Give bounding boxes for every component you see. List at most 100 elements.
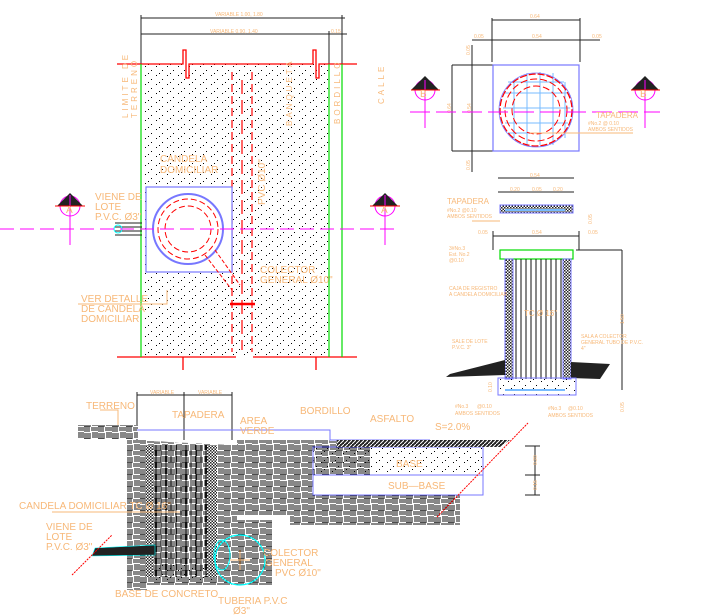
svg-text:0.10: 0.10 — [488, 382, 494, 392]
svg-text:DOMICILIAR: DOMICILIAR — [160, 165, 218, 176]
svg-text:VARIABLE: VARIABLE — [198, 390, 223, 396]
svg-text:0.20: 0.20 — [533, 455, 539, 465]
svg-text:0.54: 0.54 — [532, 34, 542, 40]
svg-text:VERDE: VERDE — [240, 426, 275, 437]
svg-text:TAPADERA: TAPADERA — [596, 111, 639, 120]
svg-text:3#No.3: 3#No.3 — [449, 246, 465, 252]
svg-text:TAPADERA: TAPADERA — [447, 197, 490, 206]
svg-text:@0.10: @0.10 — [477, 404, 492, 410]
svg-text:#No.3: #No.3 — [455, 404, 469, 410]
property-line-bottom — [117, 356, 357, 370]
svg-text:B: B — [420, 89, 427, 100]
svg-text:@0.10: @0.10 — [449, 258, 464, 264]
svg-text:0.20: 0.20 — [553, 187, 563, 193]
svg-text:A CANDELA DOMICILIAR: A CANDELA DOMICILIAR — [449, 292, 508, 298]
bordillo-label: BORDILLO — [333, 60, 342, 124]
svg-text:PVC Ø10": PVC Ø10" — [275, 568, 321, 579]
cover-dimensions — [451, 18, 600, 193]
svg-text:@0.10: @0.10 — [568, 406, 583, 412]
svg-text:GENERAL: GENERAL — [265, 558, 313, 569]
svg-text:SALA A COLECTOR: SALA A COLECTOR — [581, 334, 627, 340]
plan-dimensions — [140, 15, 347, 64]
svg-text:0.05: 0.05 — [588, 214, 594, 224]
svg-text:0.05: 0.05 — [620, 402, 626, 412]
svg-text:0.54: 0.54 — [530, 173, 540, 179]
svg-text:TC Ø 16": TC Ø 16" — [524, 309, 557, 318]
svg-text:BASE DE CONCRETO: BASE DE CONCRETO — [115, 589, 218, 600]
svg-text:0.15: 0.15 — [533, 480, 539, 490]
svg-text:AMBOS SENTIDOS: AMBOS SENTIDOS — [455, 411, 501, 417]
svg-text:0.20: 0.20 — [510, 187, 520, 193]
svg-text:GENERAL Ø10": GENERAL Ø10" — [260, 275, 333, 286]
svg-text:0.05: 0.05 — [478, 230, 488, 236]
svg-text:0.05: 0.05 — [532, 187, 542, 193]
svg-text:0.05: 0.05 — [474, 34, 484, 40]
svg-text:LOTE: LOTE — [46, 532, 72, 543]
svg-text:B: B — [640, 89, 647, 100]
svg-text:BASE: BASE — [396, 459, 423, 470]
dim-total: VARIABLE 1.00, 1.80 — [215, 12, 263, 18]
svg-text:Ø3": Ø3" — [233, 606, 250, 615]
svg-text:0.64: 0.64 — [530, 14, 540, 20]
calle-label: CALLE — [377, 64, 386, 104]
svg-text:0.05: 0.05 — [588, 230, 598, 236]
svg-text:S=2.0%: S=2.0% — [435, 422, 470, 433]
svg-text:Est. No.2: Est. No.2 — [449, 252, 470, 258]
svg-text:A: A — [66, 205, 73, 216]
svg-text:VIENE DE: VIENE DE — [46, 522, 93, 533]
svg-text:ASFALTO: ASFALTO — [370, 414, 414, 425]
svg-text:GENERAL TUBO DE P.V.C.: GENERAL TUBO DE P.V.C. — [581, 340, 643, 346]
svg-text:AMBOS SENTIDOS: AMBOS SENTIDOS — [548, 413, 594, 419]
svg-text:SALE DE LOTE: SALE DE LOTE — [452, 339, 488, 345]
svg-text:P.V.C. 3": P.V.C. 3" — [452, 345, 472, 351]
svg-text:P.V.C. Ø3": P.V.C. Ø3" — [95, 212, 142, 223]
svg-text:CAJA DE REGISTRO: CAJA DE REGISTRO — [449, 286, 497, 292]
svg-text:VER DETALLE: VER DETALLE — [81, 294, 148, 305]
svg-text:TAPADERA: TAPADERA — [172, 410, 225, 421]
section-b: TAPADERA #No.2 @0.10 AMBOS SENTIDOS 0.05… — [446, 197, 643, 417]
terreno-label: TERRENO — [130, 58, 139, 118]
section-a: VARIABLE VARIABLE 0.20 0.15 TERRENO TAPA… — [19, 390, 594, 615]
svg-text:COLECTOR: COLECTOR — [260, 265, 315, 276]
svg-text:SUB—BASE: SUB—BASE — [388, 481, 446, 492]
svg-text:0.64: 0.64 — [447, 103, 453, 113]
svg-text:VIENE DE: VIENE DE — [95, 192, 142, 203]
svg-text:TERRENO: TERRENO — [86, 401, 135, 412]
svg-text:#No.3: #No.3 — [548, 406, 562, 412]
svg-text:PVC Ø10": PVC Ø10" — [257, 159, 268, 205]
svg-text:#No.2 @0.10: #No.2 @0.10 — [447, 208, 477, 214]
svg-text:AMBOS SENTIDOS: AMBOS SENTIDOS — [588, 127, 634, 133]
dim-inner: VARIABLE 0.90, 1.40 — [210, 29, 258, 35]
svg-text:4": 4" — [581, 346, 586, 352]
svg-text:1.50: 1.50 — [620, 314, 626, 324]
svg-text:DE CANDELA: DE CANDELA — [81, 304, 145, 315]
svg-text:TUBERIA P.V.C: TUBERIA P.V.C — [218, 596, 287, 607]
property-line-top — [117, 49, 357, 79]
svg-text:0.05: 0.05 — [466, 160, 472, 170]
limite-label: LIMITE DE — [121, 52, 130, 118]
svg-text:CANDELA DOMICILIAR TC Ø 16": CANDELA DOMICILIAR TC Ø 16" — [19, 501, 171, 512]
svg-text:CANDELA: CANDELA — [160, 154, 208, 165]
svg-text:AREA: AREA — [240, 416, 268, 427]
svg-text:P.V.C. Ø3": P.V.C. Ø3" — [46, 542, 93, 553]
svg-text:0.05: 0.05 — [592, 34, 602, 40]
plan-view: VARIABLE 1.00, 1.80 VARIABLE 0.90, 1.40 … — [0, 12, 400, 370]
svg-text:0.05: 0.05 — [466, 45, 472, 55]
svg-text:A: A — [381, 205, 388, 216]
svg-text:VARIABLE: VARIABLE — [150, 390, 175, 396]
svg-text:DOMICILIAR: DOMICILIAR — [81, 314, 139, 325]
svg-text:#No.2 @ 0.10: #No.2 @ 0.10 — [588, 121, 619, 127]
svg-text:AMBOS SENTIDOS: AMBOS SENTIDOS — [447, 214, 493, 220]
section-b-marker-left: B — [411, 76, 440, 128]
dim-curb: 0.15 — [331, 29, 341, 35]
svg-text:COLECTOR: COLECTOR — [263, 548, 318, 559]
section-a-marker-left: A — [55, 193, 85, 245]
svg-text:0.54: 0.54 — [467, 103, 473, 113]
banqueta-label: BANQUETA — [285, 59, 294, 126]
svg-text:LOTE: LOTE — [95, 202, 121, 213]
section-a-marker-right: A — [370, 193, 400, 245]
svg-text:0.54: 0.54 — [532, 230, 542, 236]
section-b-marker-right: B — [631, 76, 660, 128]
